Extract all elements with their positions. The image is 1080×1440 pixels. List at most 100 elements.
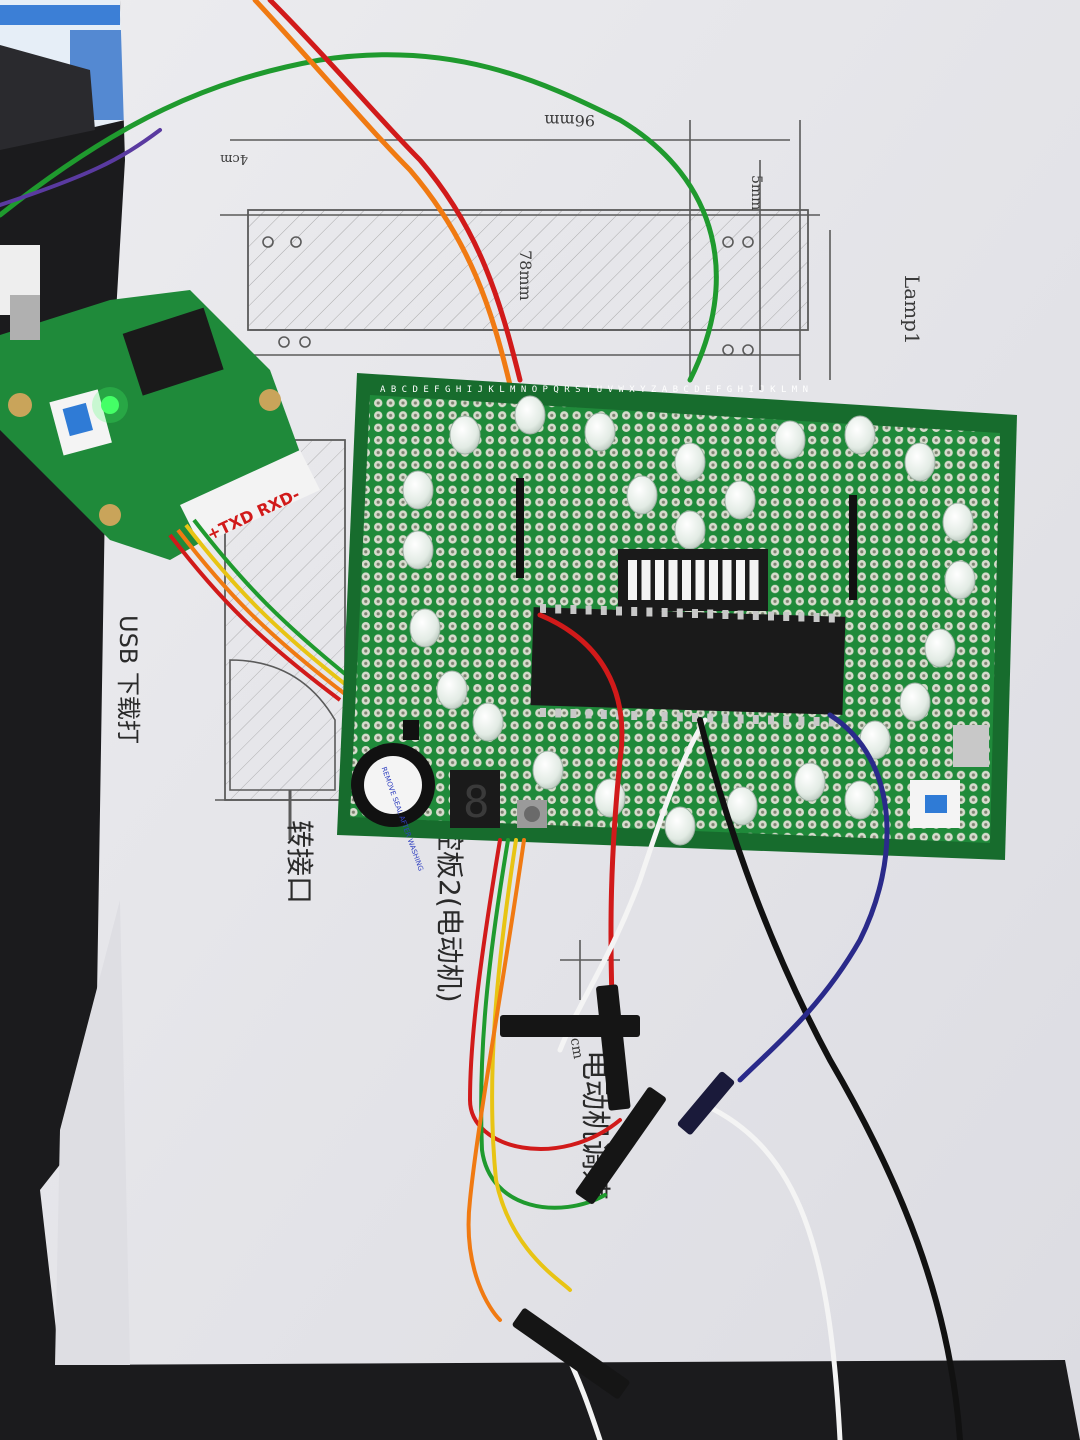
bar-segment xyxy=(695,560,705,600)
usb-adapter-module: +TXD RXD- xyxy=(0,245,320,560)
chip-pin xyxy=(600,606,607,615)
led xyxy=(924,628,956,668)
bar-segment xyxy=(668,560,678,600)
chip-pin xyxy=(798,716,805,726)
led xyxy=(449,415,481,455)
chip-pin xyxy=(828,613,835,623)
chip-pin xyxy=(570,605,577,614)
chip-pin xyxy=(722,610,729,619)
note-interface: 转接口 xyxy=(283,820,316,904)
transistor xyxy=(403,720,419,740)
sketch-dim-small: 5mm xyxy=(748,175,764,210)
bar-segment xyxy=(682,560,691,600)
chip-pin xyxy=(585,709,592,719)
seven-segment-display: 8 xyxy=(450,770,500,828)
led xyxy=(674,442,706,482)
pcb-column-labels: A B C D E F G H I J K L M N O P Q R S T … xyxy=(380,385,808,395)
box-corner xyxy=(0,0,125,150)
chip-pin xyxy=(768,715,774,725)
chip-pin xyxy=(676,608,683,618)
chip-pin xyxy=(752,611,759,620)
bar-segment xyxy=(709,560,718,600)
led xyxy=(844,780,876,820)
led xyxy=(844,415,876,455)
chip-pin xyxy=(555,604,562,614)
chip-pin xyxy=(707,713,714,723)
chip-pin xyxy=(616,606,622,616)
bar-segment xyxy=(722,560,732,600)
chip-pin xyxy=(661,608,668,617)
chip-pin xyxy=(828,717,835,727)
chip-pin xyxy=(631,711,638,720)
usb-socket xyxy=(953,725,989,767)
led xyxy=(409,608,441,648)
led xyxy=(436,670,468,710)
chip-pin xyxy=(631,607,638,616)
sketch-dim-side: 78mm xyxy=(516,250,535,301)
chip-pin xyxy=(540,708,546,717)
led xyxy=(402,530,434,570)
pin-header-left xyxy=(516,478,524,578)
led xyxy=(594,778,626,818)
chip-pin xyxy=(692,609,698,618)
led xyxy=(899,682,931,722)
led xyxy=(674,510,706,550)
led xyxy=(626,475,658,515)
chip-pin xyxy=(646,711,653,721)
power-led xyxy=(101,396,119,414)
led xyxy=(664,806,696,846)
microcontroller-chip xyxy=(530,604,846,727)
chip-pin xyxy=(752,715,759,724)
bar-segment xyxy=(628,560,637,600)
bar-segment xyxy=(736,560,745,600)
bar-segment xyxy=(655,560,664,600)
led xyxy=(942,502,974,542)
chip-pin xyxy=(722,714,729,723)
note-usb-download: USB 下载打 xyxy=(114,615,142,744)
chip-pin xyxy=(600,710,607,719)
sketch-lamp-label: Lamp1 xyxy=(900,275,924,345)
jumper-wires xyxy=(466,612,963,1440)
chip-pin xyxy=(570,709,577,718)
chip-pin xyxy=(585,605,592,615)
tactile-switch-right xyxy=(910,780,960,828)
chip-pin xyxy=(555,708,562,718)
led xyxy=(402,470,434,510)
dupont-connectors xyxy=(500,984,735,1399)
led xyxy=(904,442,936,482)
wires-top xyxy=(0,0,719,388)
pin-header-right xyxy=(849,495,857,600)
led-bar-graph xyxy=(618,549,768,611)
chip-pin xyxy=(540,604,546,613)
chip-pin xyxy=(813,613,820,622)
led xyxy=(514,395,546,435)
led xyxy=(472,702,504,742)
sketch-dim-top: 96mm xyxy=(544,111,595,130)
led xyxy=(774,420,806,460)
bar-segment xyxy=(641,560,651,600)
chip-pin xyxy=(676,712,683,722)
chip-pin xyxy=(661,712,668,721)
led xyxy=(724,480,756,520)
chip-pin xyxy=(646,607,653,617)
bar-segment xyxy=(749,560,759,600)
led-ring xyxy=(402,395,976,846)
chip-pin xyxy=(813,717,820,726)
adapter-ribbon xyxy=(168,518,357,702)
chip-pin xyxy=(692,713,698,722)
chip-pin xyxy=(707,609,714,619)
led xyxy=(532,750,564,790)
paper-lower-sheet xyxy=(55,900,130,1365)
led xyxy=(584,412,616,452)
chip-pin xyxy=(783,612,790,621)
chip-pin xyxy=(768,611,774,621)
seven-segment-digit: 8 xyxy=(463,777,490,828)
sketch-dim-mid: 4cm xyxy=(220,151,248,166)
chip-pin xyxy=(783,716,790,725)
chip-pin xyxy=(737,610,744,620)
chip-pin xyxy=(737,714,744,724)
led xyxy=(944,560,976,600)
chip-pin xyxy=(798,612,805,622)
led xyxy=(794,762,826,802)
